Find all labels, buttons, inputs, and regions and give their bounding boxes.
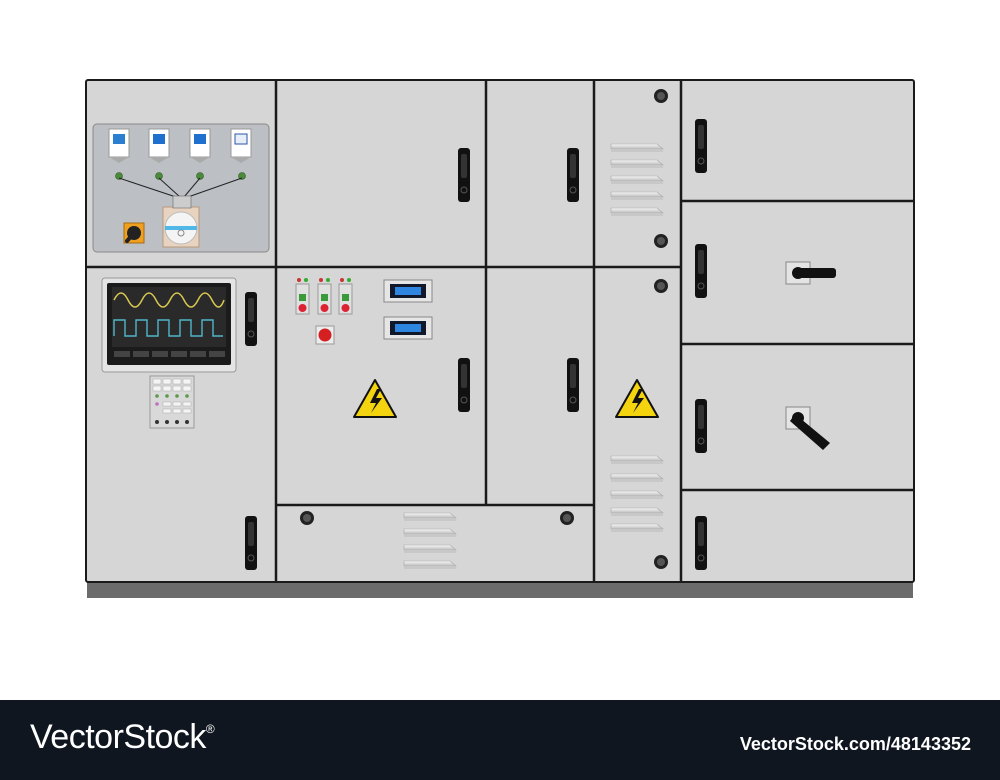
door-handle-icon[interactable] bbox=[566, 147, 580, 203]
door-handle-icon[interactable] bbox=[244, 291, 258, 347]
rotary-isolator-handle-icon[interactable] bbox=[785, 406, 830, 450]
door-handle-icon[interactable] bbox=[694, 398, 708, 454]
motor-module bbox=[162, 195, 200, 248]
door-handle-icon[interactable] bbox=[244, 515, 258, 571]
push-button-group[interactable] bbox=[295, 278, 353, 315]
watermark-image-id: VectorStock.com/48143352 bbox=[739, 734, 971, 754]
stop-button[interactable] bbox=[315, 325, 335, 345]
door-handle-icon[interactable] bbox=[566, 357, 580, 413]
high-voltage-warning-icon bbox=[615, 379, 659, 418]
selector-switch-icon[interactable] bbox=[123, 222, 145, 244]
watermark-footer: VectorStock® VectorStock.com/48143352 bbox=[0, 700, 1000, 780]
cabinet-plinth bbox=[87, 580, 913, 598]
door-handle-icon[interactable] bbox=[457, 147, 471, 203]
cabinet-frame-lines bbox=[86, 80, 914, 582]
keypad[interactable] bbox=[149, 375, 195, 429]
door-handle-icon[interactable] bbox=[694, 515, 708, 571]
digital-display-2 bbox=[383, 316, 433, 340]
indicator-panel bbox=[92, 123, 270, 253]
cabinet-body bbox=[85, 79, 915, 583]
door-handle-icon[interactable] bbox=[457, 357, 471, 413]
door-handle-icon[interactable] bbox=[694, 118, 708, 174]
rotary-isolator-handle-icon[interactable] bbox=[785, 261, 836, 285]
door-handle-icon[interactable] bbox=[694, 243, 708, 299]
electrical-switchboard-illustration bbox=[85, 79, 915, 598]
watermark-brand: VectorStock® bbox=[30, 718, 215, 756]
indicator-lamps bbox=[108, 128, 252, 163]
high-voltage-warning-icon bbox=[353, 379, 397, 418]
hmi-screen[interactable] bbox=[101, 277, 237, 373]
digital-display-1 bbox=[383, 279, 433, 303]
